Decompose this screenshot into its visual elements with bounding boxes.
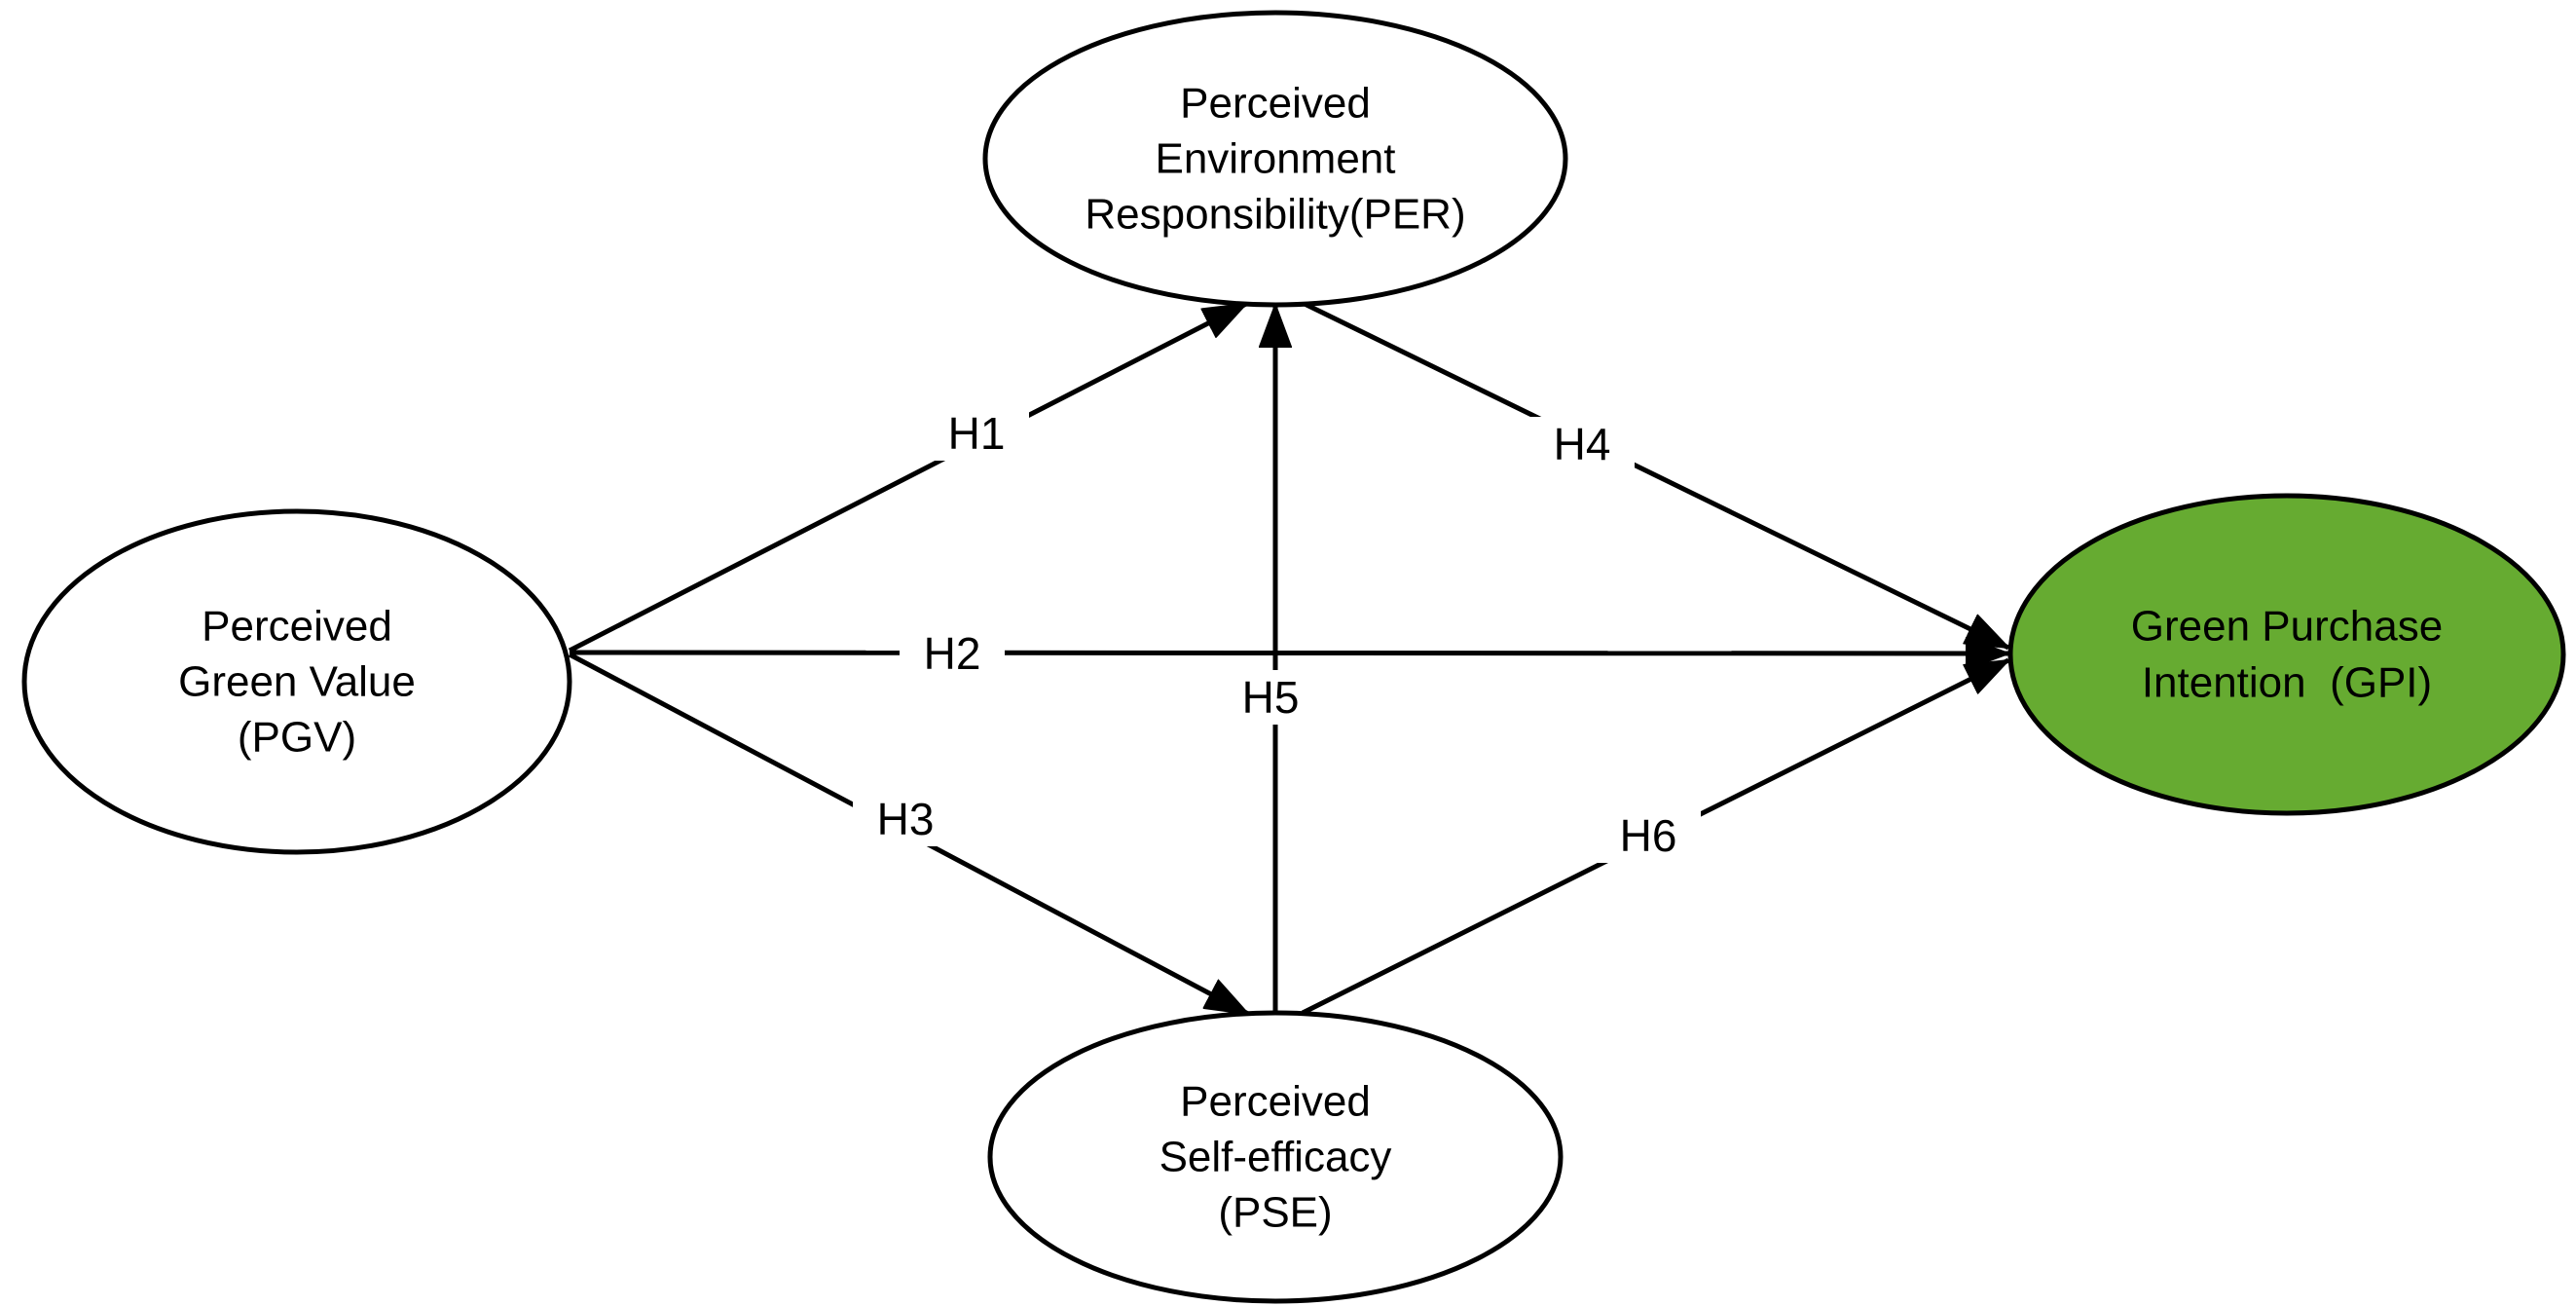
edge-h3-label-text: H3 — [877, 794, 935, 844]
node-gpi: Green Purchase Intention (GPI) — [2007, 493, 2566, 816]
node-pgv-label-line3: (PGV) — [238, 714, 356, 762]
node-gpi-shape — [2007, 493, 2566, 816]
node-gpi-label-line1: Green Purchase — [2131, 603, 2443, 651]
edge-h5-label: H5 — [1218, 670, 1323, 725]
node-pse-shape — [987, 1010, 1564, 1304]
node-per-label-line1: Perceived — [1180, 80, 1371, 128]
edge-h2-label-bg — [900, 626, 1005, 681]
edge-h2-label-text: H2 — [924, 628, 981, 679]
edge-h1-label: H1 — [924, 406, 1029, 461]
node-pse-label-line2: Self-efficacy — [1159, 1134, 1392, 1181]
edge-h6-label-text: H6 — [1620, 810, 1677, 861]
edge-h6-label-bg — [1596, 808, 1701, 863]
edge-h3-label-bg — [853, 792, 958, 846]
edges-layer — [568, 301, 2008, 1017]
node-pse-label-line1: Perceived — [1180, 1078, 1371, 1126]
edge-h5-label-bg — [1218, 670, 1323, 725]
node-pgv-shape — [21, 508, 572, 855]
edge-h4-label-bg — [1529, 417, 1635, 471]
edge-h2-label: H2 — [900, 626, 1005, 681]
edge-h1-label-bg — [924, 406, 1029, 461]
edge-h6-label: H6 — [1596, 808, 1701, 863]
node-pse-label-line3: (PSE) — [1218, 1189, 1332, 1237]
edge-h5-label-text: H5 — [1242, 672, 1300, 723]
edge-h1-line — [568, 301, 1246, 653]
node-per-label-line2: Environment — [1155, 135, 1395, 183]
edge-h4-line — [1303, 301, 2008, 651]
node-pgv-label-line2: Green Value — [178, 658, 416, 706]
edge-h4-label: H4 — [1529, 417, 1635, 471]
node-pgv-label-line1: Perceived — [202, 603, 392, 651]
edge-h3-label: H3 — [853, 792, 958, 846]
node-gpi-label-line2: Intention (GPI) — [2142, 659, 2432, 707]
node-pse: Perceived Self-efficacy (PSE) — [987, 1010, 1564, 1304]
edge-labels-layer: H1 H2 H3 H4 H5 H6 — [853, 406, 1701, 863]
edge-h1-label-text: H1 — [948, 408, 1006, 459]
node-per-shape — [982, 10, 1568, 308]
edge-h4-label-text: H4 — [1554, 419, 1611, 469]
node-per: Perceived Environment Responsibility(PER… — [982, 10, 1568, 308]
node-per-label-line3: Responsibility(PER) — [1085, 191, 1465, 239]
node-pgv: Perceived Green Value (PGV) — [21, 508, 572, 855]
